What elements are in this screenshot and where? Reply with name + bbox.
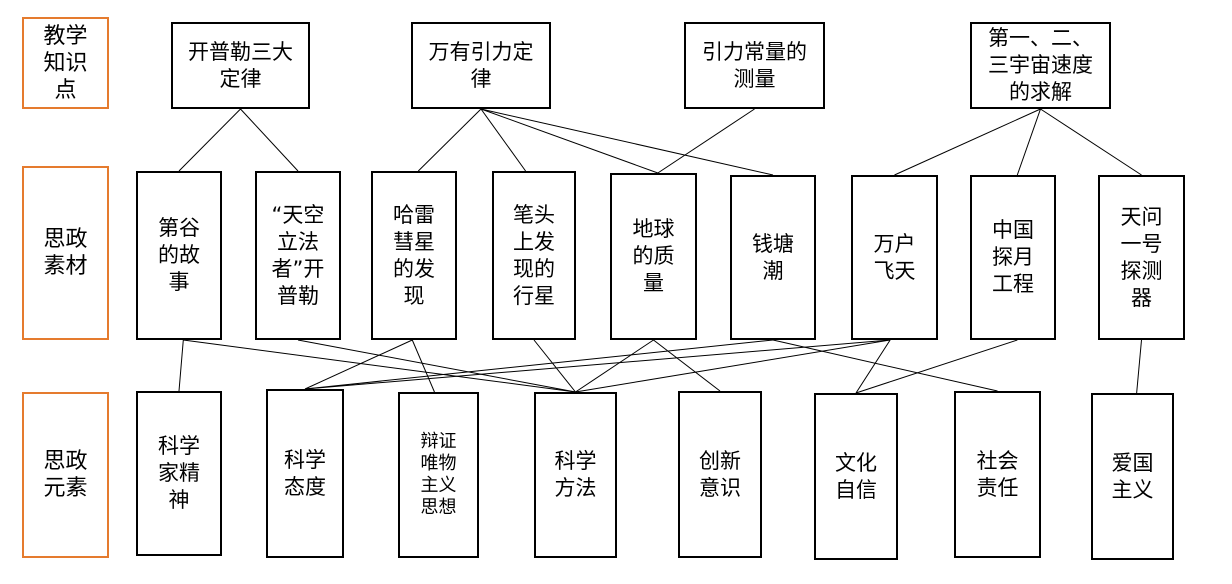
edge-k2-m6: [480, 108, 774, 176]
edge-m8-e6: [855, 339, 1018, 394]
element-cultural-confidence: 文化 自信: [814, 393, 898, 560]
material-qiantang-tide: 钱塘 潮: [730, 175, 816, 340]
row-label-knowledge: 教学 知识 点: [22, 17, 109, 109]
knowledge-point-cosmic-velocities: 第一、二、 三宇宙速度 的求解: [970, 22, 1111, 109]
element-scientific-attitude: 科学 态度: [266, 389, 344, 558]
edge-m5-e4: [575, 339, 654, 393]
edge-m1-e4: [183, 339, 576, 393]
edge-k2-m3: [417, 108, 482, 172]
material-wanhu-flight: 万户 飞天: [851, 175, 938, 340]
edge-m2-e4: [297, 339, 576, 393]
edge-k3-m5: [657, 108, 755, 174]
edge-m7-e2: [304, 339, 891, 390]
element-dialectical-materialism: 辩证 唯物 主义 思想: [398, 392, 479, 558]
edge-m9-e8: [1136, 339, 1142, 394]
element-patriotism: 爱国 主义: [1091, 393, 1174, 560]
element-scientist-spirit: 科学 家精 神: [136, 391, 222, 556]
edge-m3-e2: [304, 339, 413, 390]
material-tycho: 第谷 的故 事: [136, 171, 222, 340]
material-halley-comet: 哈雷 彗星 的发 现: [371, 171, 457, 340]
material-tianwen-1: 天问 一号 探测 器: [1098, 175, 1185, 340]
element-innovation: 创新 意识: [678, 391, 762, 558]
knowledge-point-kepler: 开普勒三大 定律: [171, 22, 310, 109]
row-label-materials: 思政 素材: [22, 166, 109, 340]
material-lunar-program: 中国 探月 工程: [970, 175, 1056, 340]
knowledge-point-gravitation: 万有引力定 律: [411, 22, 551, 109]
edge-m4-e4: [533, 339, 576, 393]
material-kepler: “天空 立法 者”开 普勒: [255, 171, 341, 340]
edge-k1-m2: [240, 108, 299, 172]
edge-k4-m8: [1016, 108, 1041, 176]
edge-k1-m1: [178, 108, 241, 172]
edge-k2-m4: [480, 108, 527, 172]
edge-m1-e1: [178, 339, 184, 392]
edge-m7-e4: [575, 339, 891, 393]
knowledge-point-gravitational-constant: 引力常量的 测量: [684, 22, 825, 109]
material-neptune-discovery: 笔头 上发 现的 行星: [492, 171, 576, 340]
element-social-responsibility: 社会 责任: [954, 391, 1041, 558]
edge-m5-e5: [653, 339, 721, 392]
element-scientific-method: 科学 方法: [534, 392, 617, 558]
edge-k2-m5: [480, 108, 659, 174]
edge-k4-m9: [1040, 108, 1142, 176]
edge-m3-e3: [411, 339, 435, 393]
edge-m7-e6: [855, 339, 891, 394]
edge-k4-m7: [894, 108, 1041, 176]
material-earth-mass: 地球 的质 量: [610, 173, 697, 340]
edge-m6-e2: [304, 339, 774, 390]
row-label-elements: 思政 元素: [22, 392, 109, 558]
edge-m6-e7: [772, 339, 998, 392]
